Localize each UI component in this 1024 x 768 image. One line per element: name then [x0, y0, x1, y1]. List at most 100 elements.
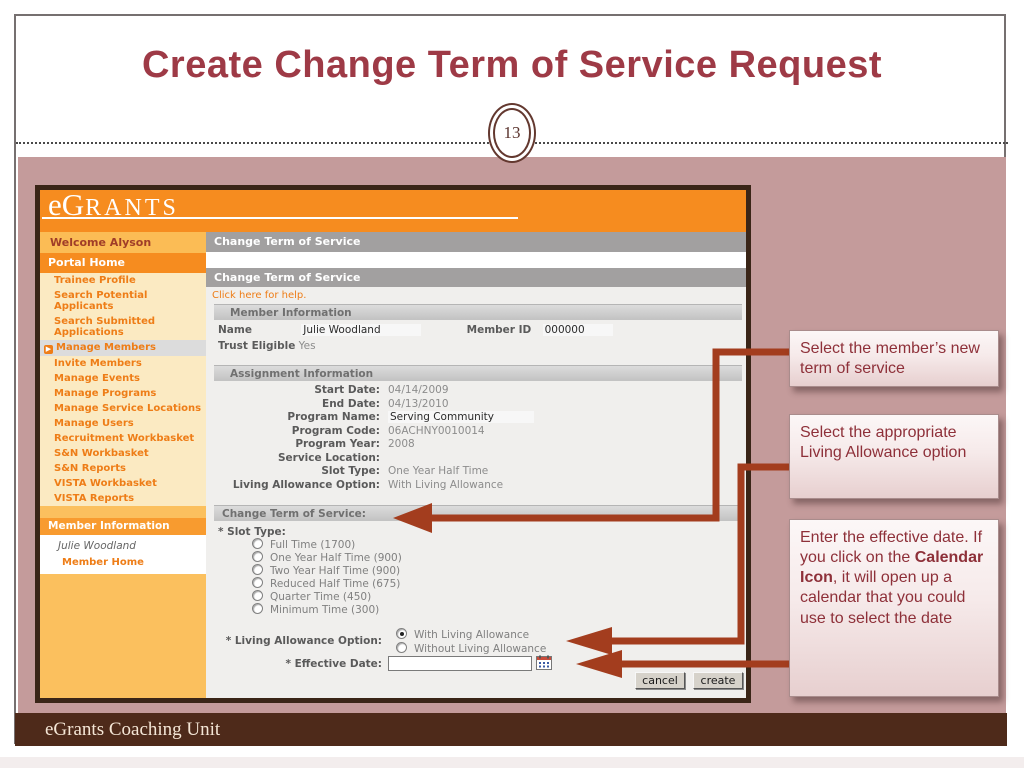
radio-icon-selected[interactable]: [396, 628, 407, 639]
main-content: Change Term of Service Change Term of Se…: [206, 232, 746, 698]
name-value: Julie Woodland: [301, 324, 422, 336]
change-term-of-service-header: Change Term of Service:: [214, 505, 742, 521]
sidebar-item-sn-workbasket[interactable]: S&N Workbasket: [54, 448, 149, 459]
bottom-strip: [0, 757, 1024, 768]
member-id-label: Member ID: [466, 324, 532, 336]
radio-option-reduced-half-time[interactable]: Reduced Half Time (675): [252, 577, 402, 590]
page-title-bar: Change Term of Service: [206, 232, 746, 252]
row-value: 04/13/2010: [388, 397, 449, 410]
callout-text: Select the member’s new term of service: [800, 340, 980, 378]
row-label: Slot Type:: [321, 465, 380, 477]
radio-option-two-year-half-time[interactable]: Two Year Half Time (900): [252, 564, 402, 577]
sidebar-item-manage-events[interactable]: Manage Events: [54, 373, 140, 384]
sidebar-item-portal-home[interactable]: Portal Home: [40, 253, 206, 273]
row-value: 04/14/2009: [388, 384, 449, 396]
help-link[interactable]: Click here for help.: [212, 290, 307, 301]
name-label: Name: [218, 324, 252, 336]
sidebar-welcome: Welcome Alyson: [40, 232, 206, 253]
sidebar-item-vista-reports[interactable]: VISTA Reports: [54, 493, 135, 504]
callout-text: Enter the effective date. If you click o…: [800, 529, 983, 567]
radio-icon[interactable]: [252, 603, 263, 614]
row-label: Service Location:: [277, 451, 380, 464]
radio-icon[interactable]: [252, 577, 263, 588]
row-value: 2008: [388, 438, 415, 450]
sidebar-item-label: Manage Members: [56, 342, 156, 353]
row-label: Living Allowance Option:: [232, 478, 380, 491]
sidebar-item-search-potential-applicants[interactable]: Search Potential Applicants: [54, 290, 148, 312]
logo-letter-g: G: [61, 187, 86, 222]
sidebar-item-manage-members[interactable]: ▶Manage Members: [40, 340, 206, 356]
member-information-header: Member Information: [214, 304, 742, 320]
create-button[interactable]: create: [693, 672, 743, 689]
sidebar-item-recruitment-workbasket[interactable]: Recruitment Workbasket: [54, 433, 195, 444]
radio-option-quarter-time[interactable]: Quarter Time (450): [252, 590, 402, 603]
logo-letter-e: e: [48, 187, 62, 222]
row-label: Program Year:: [295, 438, 380, 450]
sidebar-member-block: Julie Woodland Member Home: [40, 535, 206, 574]
sidebar-filler: [40, 574, 206, 698]
cancel-button[interactable]: cancel: [635, 672, 685, 689]
assignment-information-header: Assignment Information: [214, 365, 742, 381]
radio-icon[interactable]: [252, 551, 263, 562]
footer-text: eGrants Coaching Unit: [45, 719, 221, 740]
radio-label: Minimum Time (300): [270, 604, 380, 616]
sidebar-item-sn-reports[interactable]: S&N Reports: [54, 463, 126, 474]
page-title: Create Change Term of Service Request: [141, 44, 883, 86]
egrants-app-window: eGRANTS Welcome Alyson Portal Home Train…: [35, 185, 751, 703]
radio-label: Reduced Half Time (675): [270, 578, 401, 590]
egrants-logo: eGRANTS: [48, 187, 179, 223]
sidebar-item-member-home[interactable]: Member Home: [62, 557, 144, 568]
slot-type-radio-group: Full Time (1700) One Year Half Time (900…: [252, 538, 402, 616]
sidebar-item-vista-workbasket[interactable]: VISTA Workbasket: [54, 478, 157, 489]
active-item-arrow-icon: ▶: [44, 345, 53, 354]
trust-eligible-value: Yes: [298, 340, 316, 352]
sidebar-item-manage-users[interactable]: Manage Users: [54, 418, 134, 429]
radio-option-one-year-half-time[interactable]: One Year Half Time (900): [252, 551, 402, 564]
sidebar-item-trainee-profile[interactable]: Trainee Profile: [54, 275, 136, 286]
sidebar-member-information-header: Member Information: [40, 518, 206, 535]
sidebar-item-invite-members[interactable]: Invite Members: [54, 358, 142, 369]
assignment-row: Service Location:: [206, 452, 534, 466]
callout-text: Select the appropriate Living Allowance …: [800, 424, 967, 462]
effective-date-input[interactable]: [388, 656, 532, 671]
title-gap: [206, 252, 746, 268]
radio-option-full-time[interactable]: Full Time (1700): [252, 538, 402, 551]
radio-label: Quarter Time (450): [270, 591, 372, 603]
living-allowance-radio-group: With Living Allowance Without Living All…: [396, 628, 546, 655]
sidebar-item-search-submitted-applications[interactable]: Search Submitted Applications: [54, 316, 156, 338]
radio-icon[interactable]: [252, 564, 263, 575]
sidebar-item-manage-programs[interactable]: Manage Programs: [54, 388, 157, 399]
callout-text: , it will open up a calendar that you co…: [800, 569, 966, 627]
row-label: Start Date:: [314, 384, 380, 396]
radio-option-without-living-allowance[interactable]: Without Living Allowance: [396, 642, 546, 655]
row-label: End Date:: [322, 397, 380, 410]
radio-label: Without Living Allowance: [414, 643, 547, 655]
sidebar-spacer: [40, 506, 206, 518]
radio-option-with-living-allowance[interactable]: With Living Allowance: [396, 628, 546, 641]
page-number-badge: 13: [493, 108, 531, 158]
assignment-row: End Date: 04/13/2010: [206, 398, 534, 412]
row-label: Program Name:: [287, 411, 380, 423]
member-id-value: 000000: [542, 324, 613, 336]
radio-label: With Living Allowance: [414, 629, 530, 641]
radio-icon[interactable]: [396, 642, 407, 653]
callout-bold-text: Calendar Icon: [800, 549, 984, 587]
logo-letters-rants: RANTS: [85, 195, 179, 221]
assignment-row: Program Code: 06ACHNY0010014: [206, 425, 534, 439]
calendar-icon[interactable]: [536, 655, 552, 670]
row-value: 06ACHNY0010014: [388, 424, 485, 437]
assignment-row: Slot Type:One Year Half Time: [206, 465, 534, 479]
assignment-row: Living Allowance Option:With Living Allo…: [206, 479, 534, 493]
sidebar-member-name: Julie Woodland: [58, 540, 136, 552]
callout-term-of-service: Select the member’s new term of service: [789, 330, 999, 387]
radio-option-minimum-time[interactable]: Minimum Time (300): [252, 603, 402, 616]
radio-label: One Year Half Time (900): [270, 552, 402, 564]
footer-bar: eGrants Coaching Unit: [15, 713, 1007, 746]
assignment-rows: Start Date: 04/14/2009 End Date: 04/13/201…: [206, 384, 535, 493]
sidebar-item-manage-service-locations[interactable]: Manage Service Locations: [54, 403, 202, 414]
radio-icon[interactable]: [252, 538, 263, 549]
row-label: Program Code:: [291, 424, 380, 437]
radio-icon[interactable]: [252, 590, 263, 601]
app-header: eGRANTS: [40, 187, 746, 232]
